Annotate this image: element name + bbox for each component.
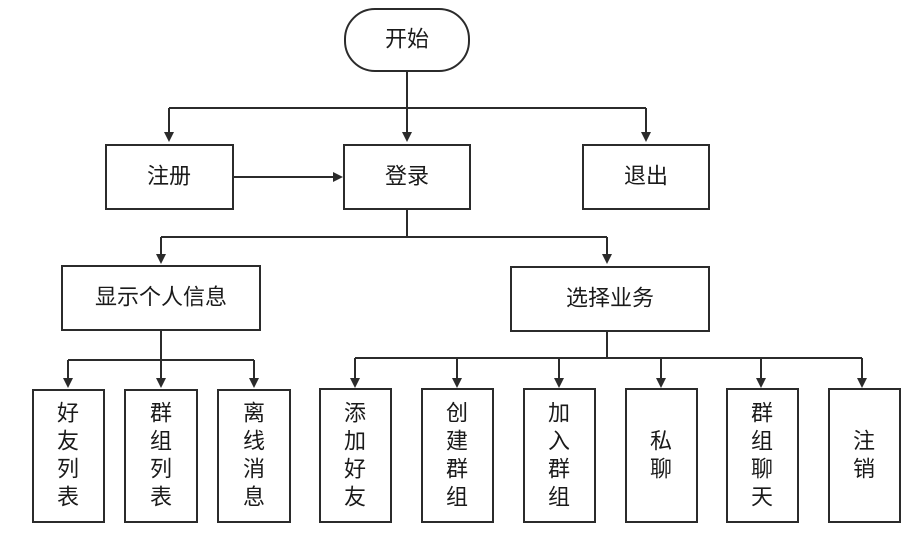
node-show-info-label: 显示个人信息: [95, 286, 227, 311]
node-start: 开始: [344, 8, 470, 72]
node-login-label: 登录: [385, 165, 429, 190]
node-offline-msg-char: 消: [243, 458, 265, 483]
node-friend-list-char: 友: [57, 430, 79, 455]
node-create-group-char: 群: [446, 458, 468, 483]
node-group-list-char: 群: [150, 402, 172, 427]
node-login: 登录: [343, 144, 471, 210]
node-create-group-char: 创: [446, 402, 468, 427]
node-register: 注册: [105, 144, 234, 210]
node-group-list-char: 表: [150, 486, 172, 511]
node-logout-char: 注: [853, 430, 875, 455]
node-group-list-char: 组: [150, 430, 172, 455]
node-create-group-char: 组: [446, 486, 468, 511]
node-add-friend-char: 好: [344, 458, 366, 483]
node-select-service: 选择业务: [510, 266, 710, 332]
node-group-chat: 群 组 聊 天: [726, 388, 799, 523]
node-join-group-char: 入: [548, 430, 570, 455]
node-add-friend-char: 添: [344, 402, 366, 427]
node-offline-msg-char: 息: [243, 486, 265, 511]
node-join-group-char: 组: [548, 486, 570, 511]
node-select-service-label: 选择业务: [566, 287, 654, 312]
node-logout-char: 销: [853, 458, 875, 483]
node-offline-msg-char: 离: [243, 402, 265, 427]
node-group-chat-char: 天: [751, 486, 773, 511]
node-group-list-char: 列: [150, 458, 172, 483]
node-join-group-char: 加: [548, 402, 570, 427]
node-offline-msg-char: 线: [243, 430, 265, 455]
node-friend-list-char: 好: [57, 402, 79, 427]
node-group-chat-char: 组: [751, 430, 773, 455]
node-private-chat-char: 聊: [650, 458, 672, 483]
node-create-group: 创 建 群 组: [421, 388, 494, 523]
node-friend-list: 好 友 列 表: [32, 389, 105, 523]
node-group-chat-char: 群: [751, 402, 773, 427]
node-friend-list-char: 列: [57, 458, 79, 483]
node-offline-msg: 离 线 消 息: [217, 389, 291, 523]
node-add-friend-char: 加: [344, 430, 366, 455]
node-show-info: 显示个人信息: [61, 265, 261, 331]
node-private-chat-char: 私: [650, 430, 672, 455]
node-join-group-char: 群: [548, 458, 570, 483]
node-private-chat: 私 聊: [625, 388, 698, 523]
node-group-chat-char: 聊: [751, 458, 773, 483]
node-join-group: 加 入 群 组: [523, 388, 596, 523]
node-exit-label: 退出: [624, 165, 668, 190]
node-create-group-char: 建: [446, 430, 468, 455]
node-group-list: 群 组 列 表: [124, 389, 198, 523]
node-logout: 注 销: [828, 388, 901, 523]
edges: [63, 72, 867, 388]
node-start-label: 开始: [385, 28, 429, 53]
node-register-label: 注册: [147, 165, 191, 190]
node-friend-list-char: 表: [57, 486, 79, 511]
node-add-friend: 添 加 好 友: [319, 388, 392, 523]
node-add-friend-char: 友: [344, 486, 366, 511]
node-exit: 退出: [582, 144, 710, 210]
